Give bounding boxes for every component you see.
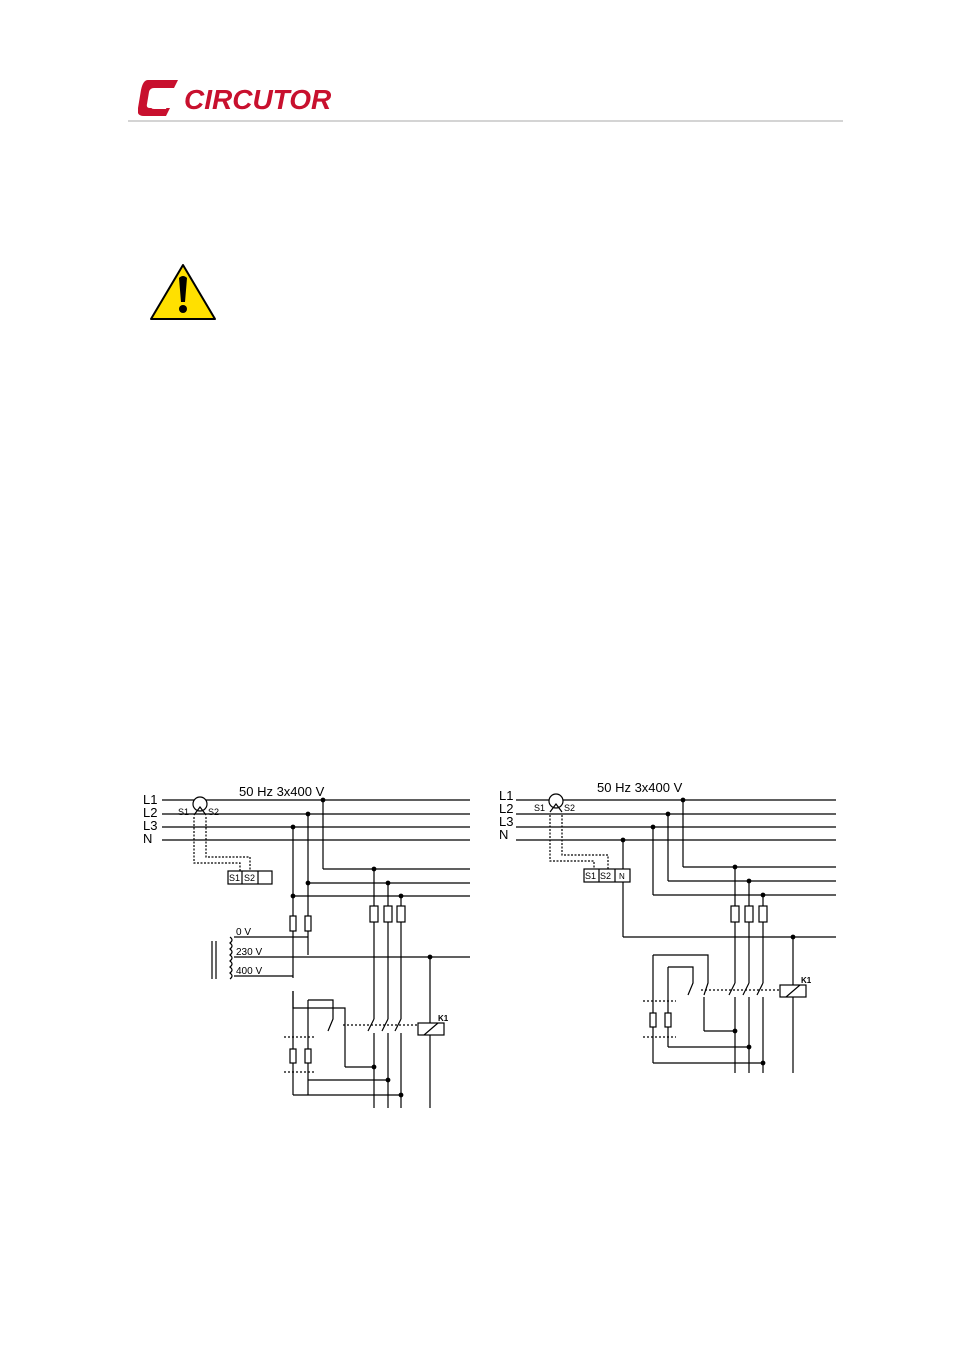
line-label-l3: L3 — [143, 818, 157, 833]
terminal-s2: S2 — [600, 871, 611, 881]
tap-0v: 0 V — [236, 927, 251, 938]
line-label-n: N — [143, 831, 152, 846]
terminal-s1: S1 — [229, 873, 240, 883]
brand-name: CIRCUTOR — [184, 84, 332, 115]
line-label-l2: L2 — [143, 805, 157, 820]
warning-triangle-icon — [148, 262, 218, 322]
line-label-l3: L3 — [499, 814, 513, 829]
line-label-l1: L1 — [143, 792, 157, 807]
line-label-l1: L1 — [499, 788, 513, 803]
ct-s1-label: S1 — [178, 807, 189, 817]
tap-230v: 230 V — [236, 947, 262, 958]
contactor-k1: K1 — [801, 976, 812, 985]
tap-400v: 400 V — [236, 966, 262, 977]
contactor-k1: K1 — [438, 1014, 449, 1023]
ct-s2-label: S2 — [564, 803, 575, 813]
wiring-diagram-left: 50 Hz 3x400 V L1 L2 L3 N S1 S2 S1 S2 0 V… — [138, 775, 473, 1120]
line-label-l2: L2 — [499, 801, 513, 816]
ct-s1-label: S1 — [534, 803, 545, 813]
diagram-title: 50 Hz 3x400 V — [239, 784, 325, 799]
header-divider — [128, 120, 843, 122]
terminal-s1: S1 — [585, 871, 596, 881]
line-label-n: N — [499, 827, 508, 842]
terminal-s2: S2 — [244, 873, 255, 883]
terminal-n: N — [619, 872, 625, 881]
circutor-logo: CIRCUTOR — [138, 76, 378, 120]
diagram-title: 50 Hz 3x400 V — [597, 780, 683, 795]
ct-s2-label: S2 — [208, 807, 219, 817]
wiring-diagram-right: 50 Hz 3x400 V L1 L2 L3 N S1 S2 S1 S2 N — [496, 775, 841, 1085]
